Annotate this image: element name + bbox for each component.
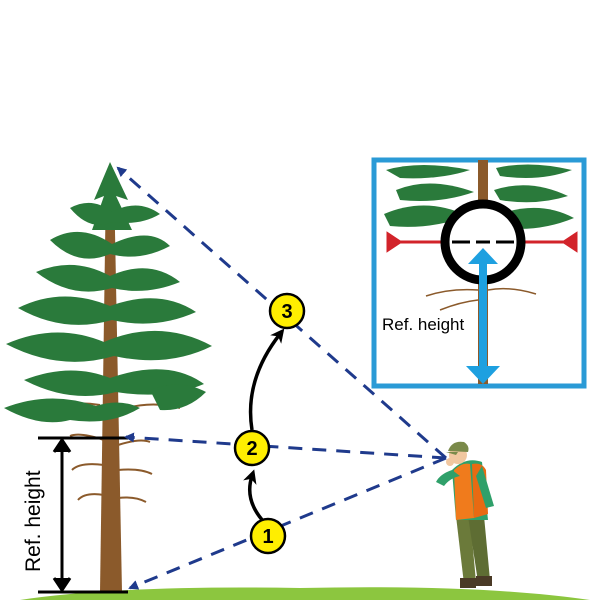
tree-icon [4, 162, 212, 592]
ref-height-bracket [38, 436, 128, 594]
step-3-number: 3 [281, 301, 292, 323]
step-2-number: 2 [246, 438, 257, 460]
step-arrows [243, 328, 285, 524]
person-with-clinometer-icon [436, 441, 494, 588]
ref-height-label-inset: Ref. height [382, 315, 464, 334]
step-3: 3 [268, 292, 306, 330]
sight-line-base [128, 456, 447, 590]
step-2: 2 [233, 429, 271, 467]
ground [20, 587, 590, 600]
sight-line-ref [124, 432, 447, 460]
step-1: 1 [249, 517, 287, 555]
step-1-number: 1 [262, 526, 273, 548]
ref-height-label-vertical: Ref. height [22, 470, 45, 572]
viewfinder-inset: Ref. height [371, 157, 587, 389]
